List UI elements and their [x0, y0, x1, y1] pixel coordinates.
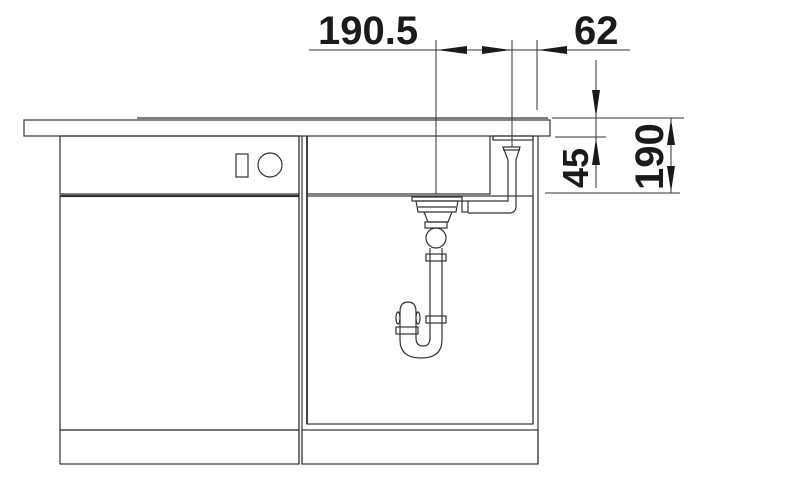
dimension-190-5-label: 190.5 — [318, 9, 418, 53]
dimension-62-label: 62 — [574, 9, 619, 53]
dimension-arrows — [437, 46, 675, 192]
dimension-190-label: 190 — [628, 123, 672, 190]
dishwasher — [59, 135, 300, 465]
dimension-45-label: 45 — [555, 148, 596, 188]
cabinet-plinth — [301, 429, 539, 465]
sink-cabinet — [298, 136, 539, 465]
dishwasher-plinth — [59, 429, 300, 465]
drain-trap — [395, 146, 521, 359]
dishwasher-button-icon — [235, 153, 249, 178]
sink-basin — [306, 135, 534, 195]
countertop — [23, 119, 551, 137]
dishwasher-knob-icon — [257, 152, 283, 178]
